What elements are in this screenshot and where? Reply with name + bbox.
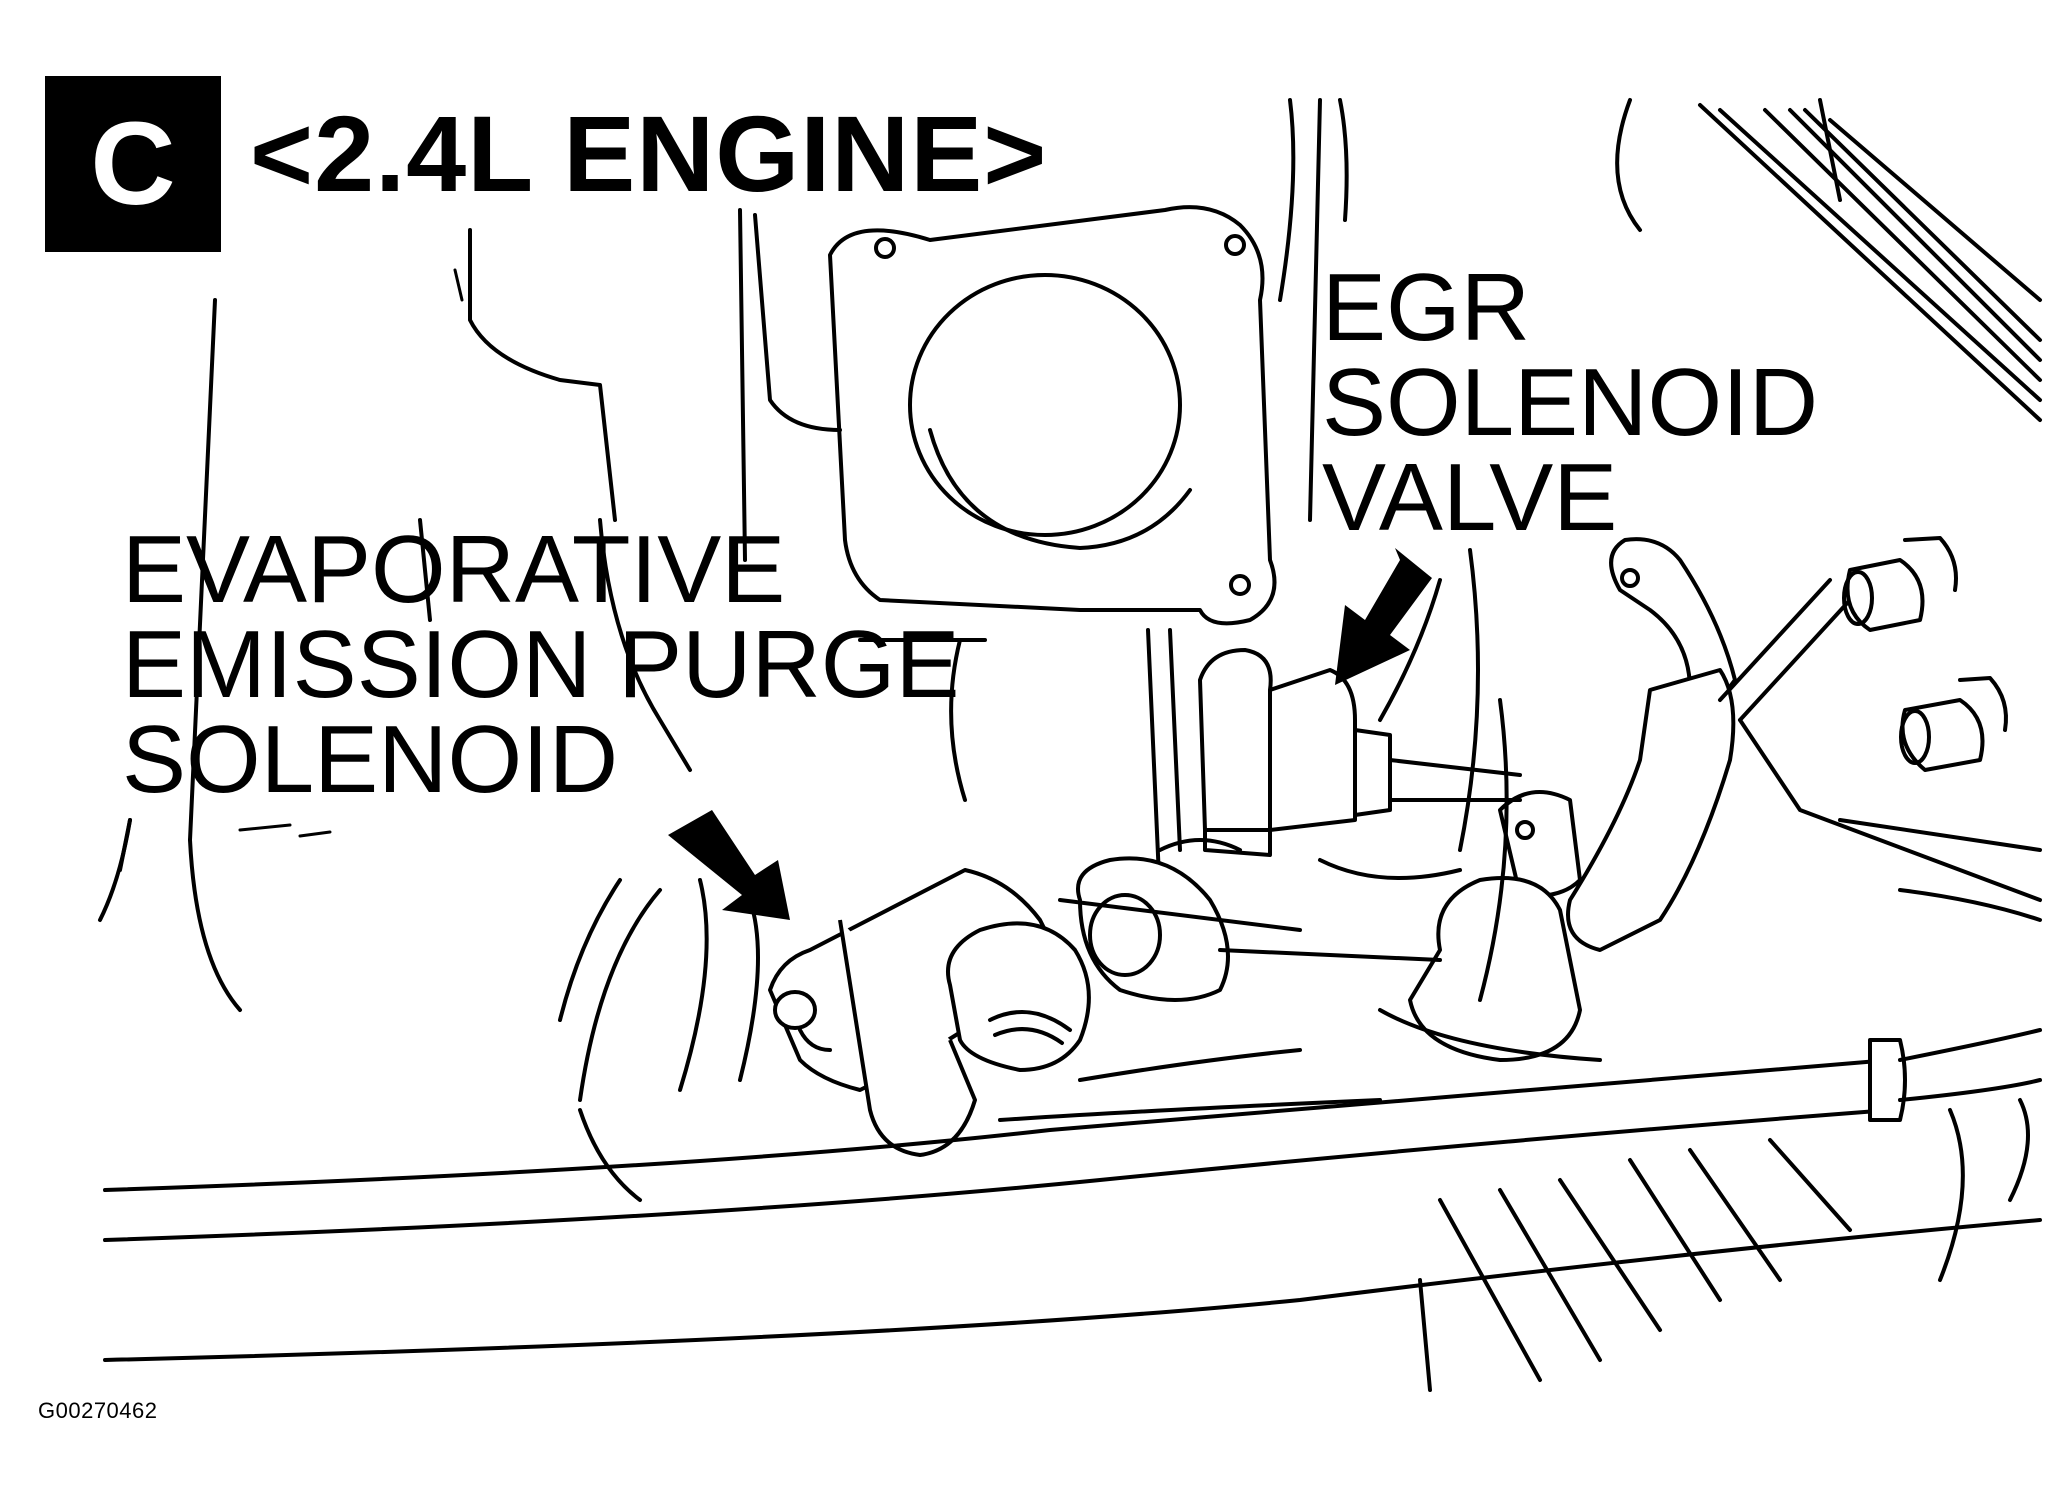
evap-purge-solenoid: [768, 838, 1242, 1157]
egr-solenoid-valve-label: EGR SOLENOID VALVE: [1322, 254, 1819, 551]
section-badge: C: [45, 76, 221, 252]
lower-hoses-and-frame: [103, 858, 2042, 1392]
callout-line: VALVE: [1322, 444, 1618, 551]
evap-purge-solenoid-label: EVAPORATIVE EMISSION PURGE SOLENOID: [122, 516, 960, 813]
pointer-arrow-egr: [1335, 548, 1432, 685]
callout-line: EMISSION PURGE: [122, 611, 960, 718]
right-side-components: [1378, 98, 2042, 1062]
callout-line: SOLENOID: [1322, 349, 1819, 456]
throttle-body: [738, 98, 1349, 626]
pointer-arrow-evap: [668, 810, 790, 920]
left-engine-outline: [98, 228, 987, 1012]
figure-id: G00270462: [38, 1398, 158, 1423]
section-letter: C: [90, 98, 176, 230]
callout-line: SOLENOID: [122, 706, 619, 813]
callout-line: EGR: [1322, 254, 1531, 361]
callout-line: EVAPORATIVE: [122, 516, 786, 623]
egr-solenoid-valve: [1146, 628, 1522, 902]
diagram-title: <2.4L ENGINE>: [250, 93, 1048, 214]
